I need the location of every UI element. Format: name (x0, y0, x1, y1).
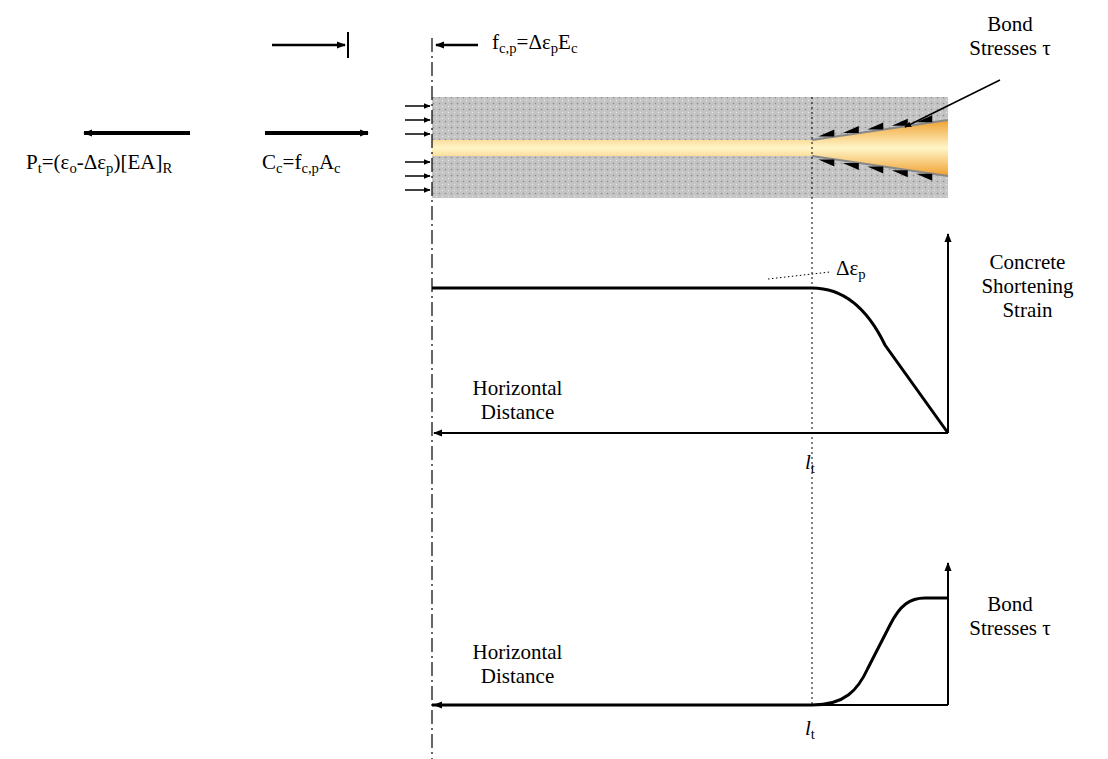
tendon-force-arrow (84, 131, 190, 135)
bond-stress-arrow (916, 115, 932, 122)
strain-curve (432, 288, 948, 433)
stress-formula: fc,p=ΔεpEc (492, 30, 577, 54)
concrete-prism (432, 97, 948, 198)
dimension-tick (347, 32, 349, 58)
axis (947, 234, 949, 433)
dimension-arrow (436, 44, 478, 47)
transfer-length-line (812, 97, 813, 705)
bond-interface (812, 156, 948, 176)
symmetry-line (431, 38, 432, 759)
axis-title: Concrete Shortening Strain (955, 250, 1100, 322)
prestressing-tendon (432, 120, 948, 176)
axis-title: Horizontal Distance (455, 376, 580, 424)
bond-interface (812, 120, 948, 140)
force-formula: Cc=fc,pAc (262, 150, 341, 174)
bond-stress-arrow (892, 170, 908, 177)
force-formula: Pt=(εo-Δεp)[EA]R (26, 150, 172, 174)
dimension-label: lt (805, 716, 815, 740)
bond-stress-arrow (916, 174, 932, 181)
leader-line (905, 80, 1000, 127)
bond-stress-arrow (818, 130, 834, 137)
concrete-force-arrow (265, 131, 368, 135)
axis-title: Horizontal Distance (455, 640, 580, 688)
axis-title: Bond Stresses τ (955, 12, 1065, 60)
bond-stress-arrow (867, 167, 883, 174)
bond-stress-arrow (843, 163, 859, 170)
dimension-arrow (272, 44, 345, 47)
bond-stress-arrow (818, 159, 834, 166)
dimension-label: lt (805, 450, 815, 474)
bond-stress-arrows (818, 115, 932, 181)
bond-stress-arrow (843, 126, 859, 133)
bond-stress-arrow (867, 122, 883, 129)
end-pressure-arrows (405, 106, 430, 190)
bond-curve (432, 598, 948, 705)
axis (434, 432, 948, 434)
bond-stress-arrow (892, 119, 908, 126)
curve-label: Δεp (836, 256, 866, 280)
axis-title: Bond Stresses τ (955, 592, 1065, 640)
leader-line (768, 272, 830, 279)
axis (947, 563, 949, 705)
